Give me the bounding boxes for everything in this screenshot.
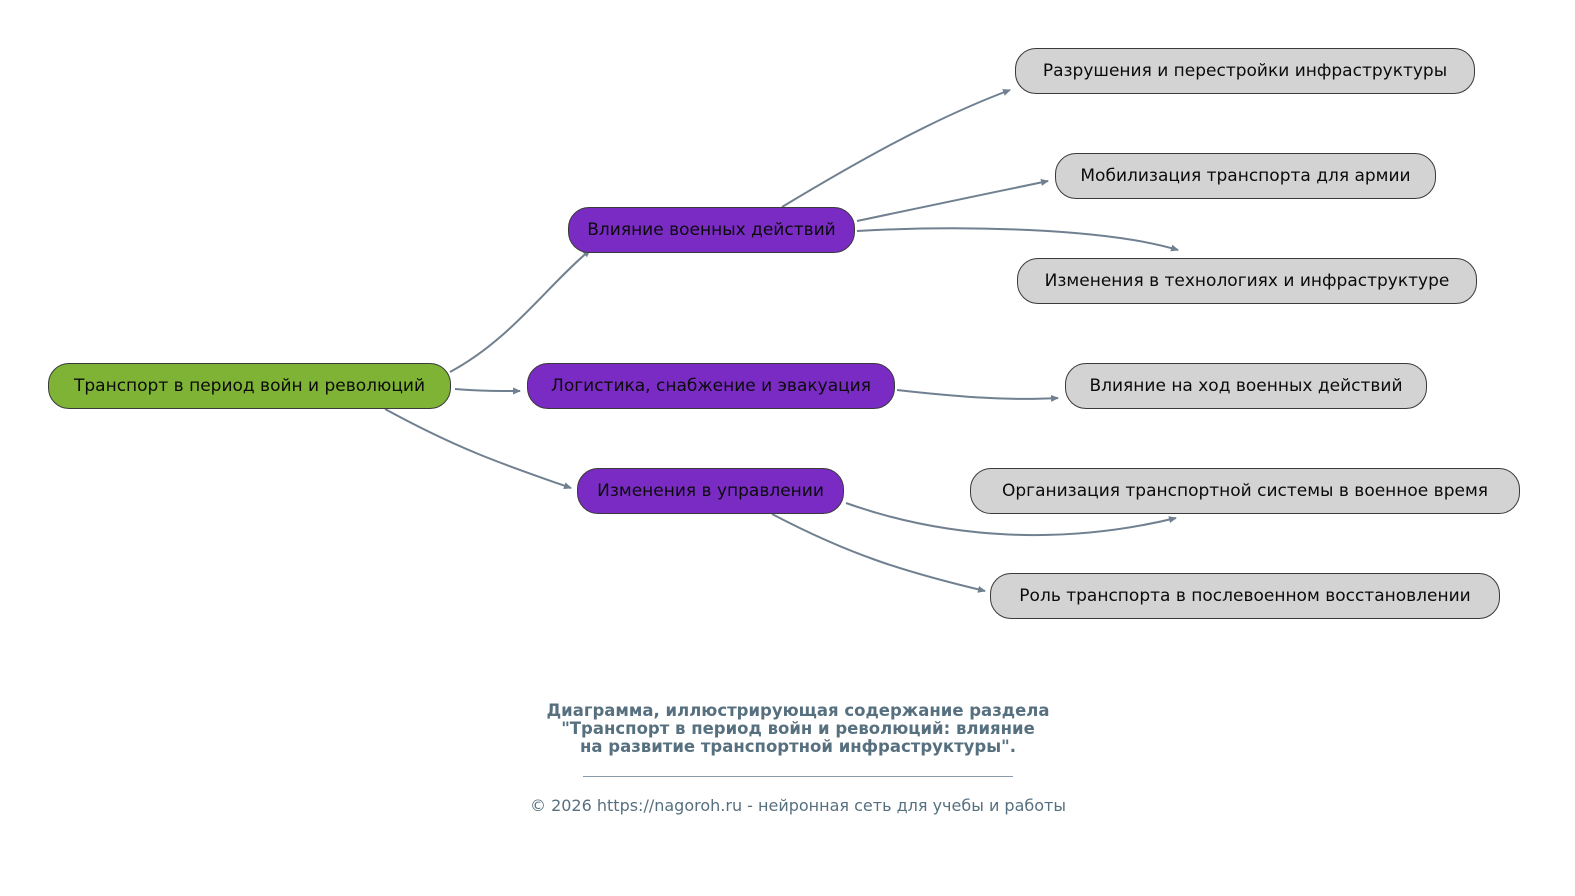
footer-divider	[583, 776, 1013, 777]
edge-root-branch3	[384, 408, 572, 490]
branch-node-label: Логистика, снабжение и эвакуация	[551, 376, 871, 396]
leaf-node-wartime-transport-system: Организация транспортной системы в военн…	[970, 468, 1520, 514]
footer-caption-line3: на развитие транспортной инфраструктуры"…	[579, 737, 1017, 756]
leaf-node-label: Разрушения и перестройки инфраструктуры	[1042, 61, 1448, 81]
branch-node-label: Влияние военных действий	[587, 220, 836, 240]
leaf-node-label: Мобилизация транспорта для армии	[1080, 166, 1411, 186]
footer-caption-line2: "Транспорт в период войн и революций: вл…	[561, 719, 1035, 738]
branch-node-management-changes: Изменения в управлении	[577, 468, 844, 514]
edge-branch1-leaf3	[856, 227, 1179, 252]
branch-node-logistics: Логистика, снабжение и эвакуация	[527, 363, 895, 409]
leaf-node-label: Организация транспортной системы в военн…	[1001, 481, 1488, 501]
branch-node-label: Изменения в управлении	[597, 481, 824, 501]
edge-branch1-leaf2	[856, 178, 1049, 222]
leaf-node-army-mobilization: Мобилизация транспорта для армии	[1055, 153, 1436, 199]
leaf-node-infrastructure-destruction: Разрушения и перестройки инфраструктуры	[1015, 48, 1475, 94]
edge-branch3-leaf6	[771, 513, 986, 593]
leaf-node-influence-on-war: Влияние на ход военных действий	[1065, 363, 1427, 409]
leaf-node-postwar-recovery: Роль транспорта в послевоенном восстанов…	[990, 573, 1500, 619]
leaf-node-label: Роль транспорта в послевоенном восстанов…	[1019, 586, 1471, 606]
root-node-label: Транспорт в период войн и революций	[73, 376, 425, 396]
edge-branch1-leaf1	[781, 89, 1011, 208]
branch-node-military-actions: Влияние военных действий	[568, 207, 855, 253]
edge-root-branch2	[454, 387, 521, 395]
leaf-node-label: Изменения в технологиях и инфраструктуре	[1044, 271, 1450, 291]
edge-branch2-leaf4	[896, 389, 1059, 402]
leaf-node-label: Влияние на ход военных действий	[1089, 376, 1403, 396]
footer-caption-line1: Диаграмма, иллюстрирующая содержание раз…	[546, 701, 1050, 720]
leaf-node-technology-changes: Изменения в технологиях и инфраструктуре	[1017, 258, 1477, 304]
edge-root-branch1	[449, 249, 591, 373]
footer-copyright: © 2026 https://nagoroh.ru - нейронная се…	[529, 796, 1066, 815]
footer-caption: Диаграмма, иллюстрирующая содержание раз…	[398, 702, 1198, 756]
root-node: Транспорт в период войн и революций	[48, 363, 451, 409]
